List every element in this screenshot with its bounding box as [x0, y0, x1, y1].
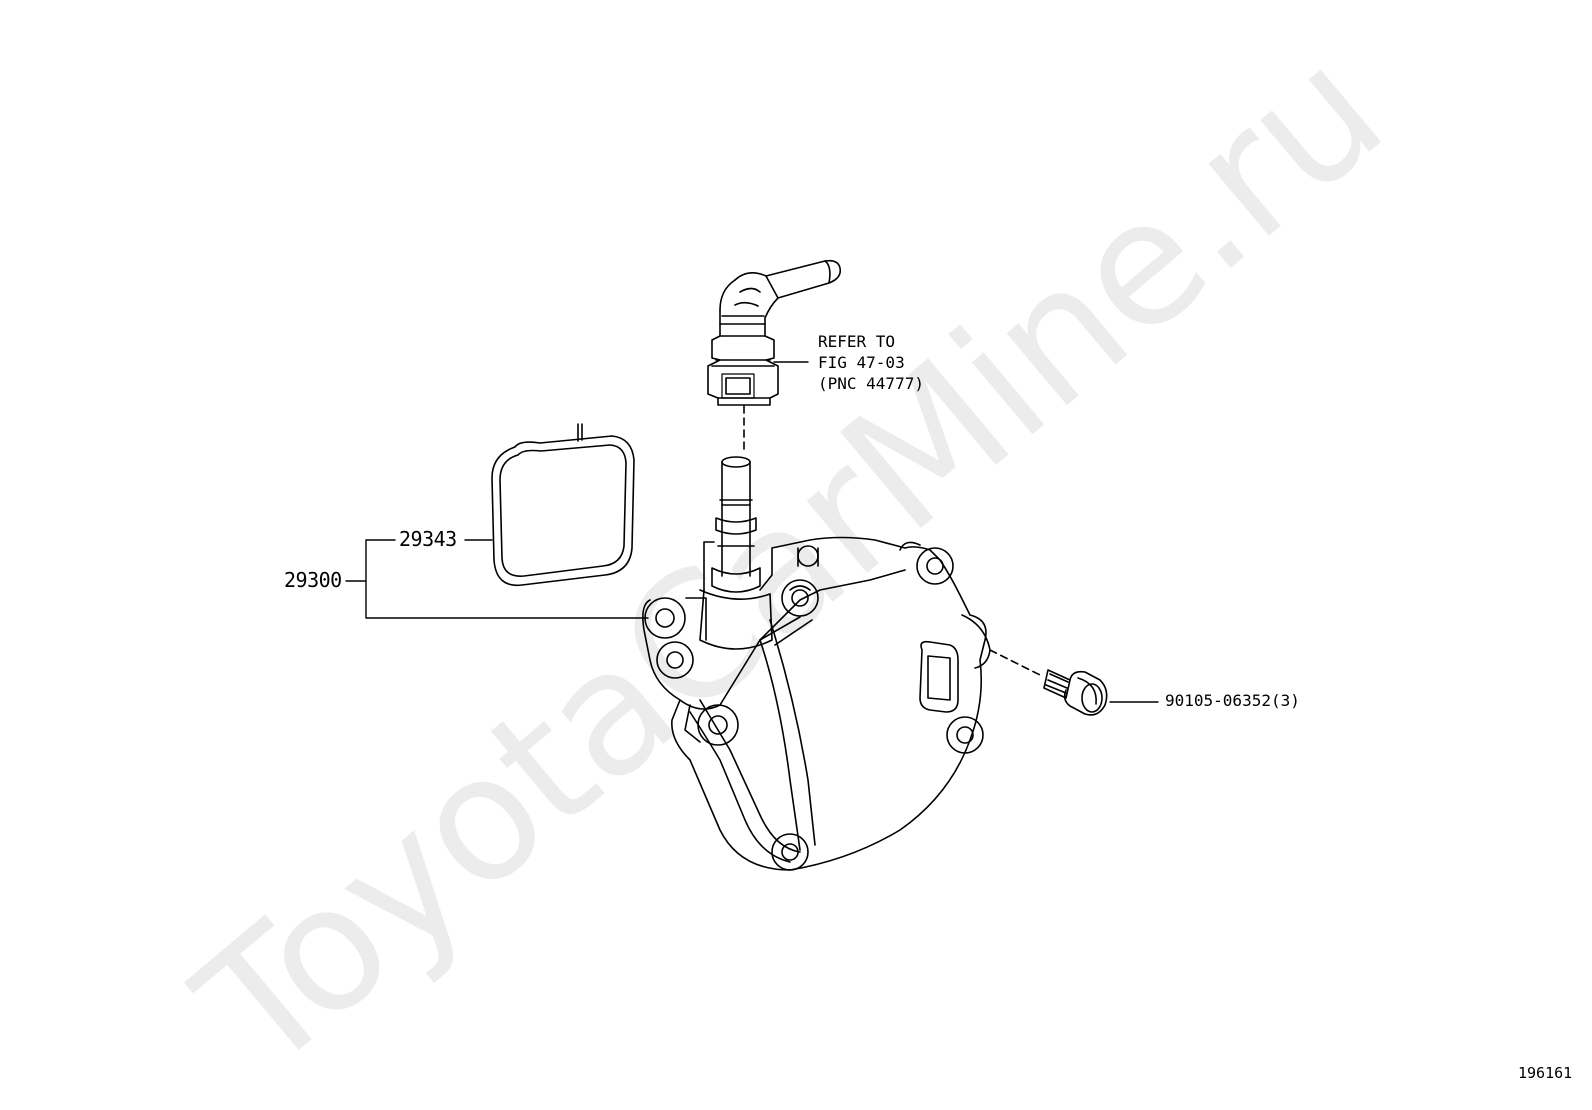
bolt-part-number[interactable]: 90105-06352(3): [1165, 691, 1300, 710]
illustration-number: 196161: [1518, 1064, 1573, 1082]
pump-assembly-part-number[interactable]: 29300: [284, 568, 342, 592]
vacuum-pump-icon: [642, 456, 991, 871]
gasket-part-number[interactable]: 29343: [399, 527, 457, 551]
assembly-bracket-line: [345, 539, 649, 619]
hose-connector-icon: [707, 259, 842, 406]
gasket-ring-icon: [491, 423, 635, 587]
refer-to-label-line1: REFER TO: [818, 332, 896, 351]
bolt-dashed-line: [989, 649, 1043, 677]
flange-bolt-icon: [1043, 669, 1108, 716]
refer-to-label-line2: FIG 47-03: [818, 353, 905, 372]
refer-to-label-line3: (PNC 44777): [818, 374, 924, 393]
